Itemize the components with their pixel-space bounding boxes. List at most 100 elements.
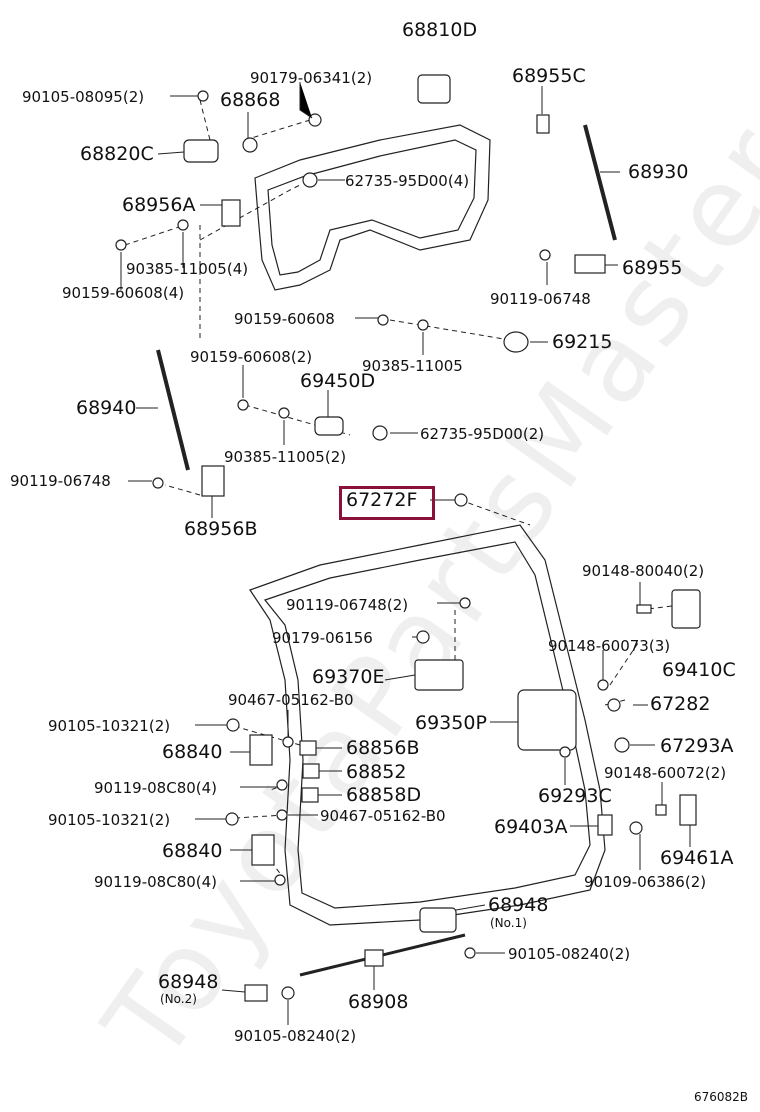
part-69410C bbox=[671, 589, 701, 629]
part-90105-08240-b bbox=[281, 986, 295, 1000]
back-window-glass bbox=[254, 124, 491, 291]
label-90159-60608-2[interactable]: 90159-60608(2) bbox=[190, 348, 313, 366]
part-67293A bbox=[614, 737, 630, 753]
label-68948-no2[interactable]: 68948 bbox=[158, 971, 219, 993]
part-90159-60608-2 bbox=[237, 399, 249, 411]
label-90119-06748-left[interactable]: 90119-06748 bbox=[10, 472, 111, 490]
label-68856B[interactable]: 68856B bbox=[346, 737, 420, 759]
label-90385-11005-4[interactable]: 90385-11005(4) bbox=[126, 260, 249, 278]
label-69370E[interactable]: 69370E bbox=[312, 666, 385, 688]
part-68955 bbox=[574, 254, 606, 274]
part-90467-05162-B0-b bbox=[276, 809, 288, 821]
label-68948-no1-sub: (No.1) bbox=[490, 916, 527, 930]
label-62735-95D00-4[interactable]: 62735-95D00(4) bbox=[345, 172, 470, 190]
part-90119-06748-left bbox=[152, 477, 164, 489]
diagram-code: 676082B bbox=[693, 1090, 748, 1104]
label-90148-80040[interactable]: 90148-80040(2) bbox=[582, 562, 705, 580]
part-68908-clip bbox=[364, 949, 384, 967]
part-90119-06748-top bbox=[539, 249, 551, 261]
label-90467-05162-B0-b[interactable]: 90467-05162-B0 bbox=[320, 807, 446, 825]
label-69215[interactable]: 69215 bbox=[552, 331, 613, 353]
part-90148-60072 bbox=[655, 804, 667, 816]
part-69215 bbox=[503, 331, 529, 353]
part-90159-60608-4 bbox=[115, 239, 127, 251]
label-90119-06748-top[interactable]: 90119-06748 bbox=[490, 290, 591, 308]
label-67272F[interactable]: 67272F bbox=[346, 489, 418, 511]
label-62735-95D00-2[interactable]: 62735-95D00(2) bbox=[420, 425, 545, 443]
part-68810D-motor bbox=[417, 74, 451, 104]
label-67282[interactable]: 67282 bbox=[650, 693, 711, 715]
label-90119-06748-2[interactable]: 90119-06748(2) bbox=[286, 596, 409, 614]
label-68810D[interactable]: 68810D bbox=[402, 19, 478, 41]
label-67293A[interactable]: 67293A bbox=[660, 735, 734, 757]
label-90179-06156[interactable]: 90179-06156 bbox=[272, 629, 373, 647]
part-90105-08240-a bbox=[464, 947, 476, 959]
part-68840-a bbox=[249, 734, 273, 766]
label-90148-60072[interactable]: 90148-60072(2) bbox=[604, 764, 727, 782]
part-90159-60608 bbox=[377, 314, 389, 326]
part-69403A bbox=[597, 814, 613, 836]
part-68858D bbox=[301, 787, 319, 803]
label-90159-60608-4[interactable]: 90159-60608(4) bbox=[62, 284, 185, 302]
part-69350P bbox=[517, 689, 577, 751]
part-90119-08C80-b bbox=[274, 874, 286, 886]
label-68852[interactable]: 68852 bbox=[346, 761, 407, 783]
label-68840-b[interactable]: 68840 bbox=[162, 840, 223, 862]
label-69461A[interactable]: 69461A bbox=[660, 847, 734, 869]
label-90179-06341[interactable]: 90179-06341(2) bbox=[250, 69, 373, 87]
label-90148-60073[interactable]: 90148-60073(3) bbox=[548, 637, 671, 655]
part-90385-11005-2 bbox=[278, 407, 290, 419]
label-69350P[interactable]: 69350P bbox=[415, 712, 487, 734]
part-68956B bbox=[201, 465, 225, 497]
part-90105-10321-b bbox=[225, 812, 239, 826]
highlight-box bbox=[339, 486, 435, 520]
label-90159-60608[interactable]: 90159-60608 bbox=[234, 310, 335, 328]
label-90105-10321-b[interactable]: 90105-10321(2) bbox=[48, 811, 171, 829]
label-68955C[interactable]: 68955C bbox=[512, 65, 586, 87]
back-door-panel bbox=[249, 524, 606, 926]
label-69403A[interactable]: 69403A bbox=[494, 816, 568, 838]
part-69461A bbox=[679, 794, 697, 826]
label-90105-08095[interactable]: 90105-08095(2) bbox=[22, 88, 145, 106]
label-68868[interactable]: 68868 bbox=[220, 89, 281, 111]
part-68856B bbox=[299, 740, 317, 756]
label-68930[interactable]: 68930 bbox=[628, 161, 689, 183]
label-90119-08C80-a[interactable]: 90119-08C80(4) bbox=[94, 779, 218, 797]
label-69293C[interactable]: 69293C bbox=[538, 785, 612, 807]
label-68948-no2-sub: (No.2) bbox=[160, 992, 197, 1006]
label-68940[interactable]: 68940 bbox=[76, 397, 137, 419]
part-68956A bbox=[221, 199, 241, 227]
part-90385-11005-4 bbox=[177, 219, 189, 231]
label-68948-no1[interactable]: 68948 bbox=[488, 894, 549, 916]
part-90385-11005 bbox=[417, 319, 429, 331]
label-90467-05162-B0-a[interactable]: 90467-05162-B0 bbox=[228, 691, 354, 709]
label-68858D[interactable]: 68858D bbox=[346, 784, 422, 806]
label-90109-06386[interactable]: 90109-06386(2) bbox=[584, 873, 707, 891]
label-90385-11005-2[interactable]: 90385-11005(2) bbox=[224, 448, 347, 466]
label-68820C[interactable]: 68820C bbox=[80, 143, 154, 165]
label-68955[interactable]: 68955 bbox=[622, 257, 683, 279]
part-67282 bbox=[607, 698, 621, 712]
part-90119-06748-2 bbox=[459, 597, 471, 609]
back-window-inner bbox=[267, 139, 477, 276]
label-68956A[interactable]: 68956A bbox=[122, 194, 196, 216]
strut-68930 bbox=[583, 124, 617, 241]
label-69410C[interactable]: 69410C bbox=[662, 659, 736, 681]
label-90119-08C80-b[interactable]: 90119-08C80(4) bbox=[94, 873, 218, 891]
part-90105-10321-a bbox=[226, 718, 240, 732]
label-90105-08240-b[interactable]: 90105-08240(2) bbox=[234, 1027, 357, 1045]
part-90179-06156 bbox=[416, 630, 430, 644]
label-90105-08240-a[interactable]: 90105-08240(2) bbox=[508, 945, 631, 963]
part-68820C bbox=[183, 139, 219, 163]
part-68868 bbox=[242, 137, 258, 153]
back-door-inner bbox=[263, 541, 591, 909]
label-69450D[interactable]: 69450D bbox=[300, 370, 376, 392]
label-90105-10321-a[interactable]: 90105-10321(2) bbox=[48, 717, 171, 735]
label-68956B[interactable]: 68956B bbox=[184, 518, 258, 540]
part-68955C bbox=[536, 114, 550, 134]
label-68908[interactable]: 68908 bbox=[348, 991, 409, 1013]
label-90385-11005[interactable]: 90385-11005 bbox=[362, 357, 463, 375]
part-62735-95D00-2 bbox=[372, 425, 388, 441]
label-68840-a[interactable]: 68840 bbox=[162, 741, 223, 763]
